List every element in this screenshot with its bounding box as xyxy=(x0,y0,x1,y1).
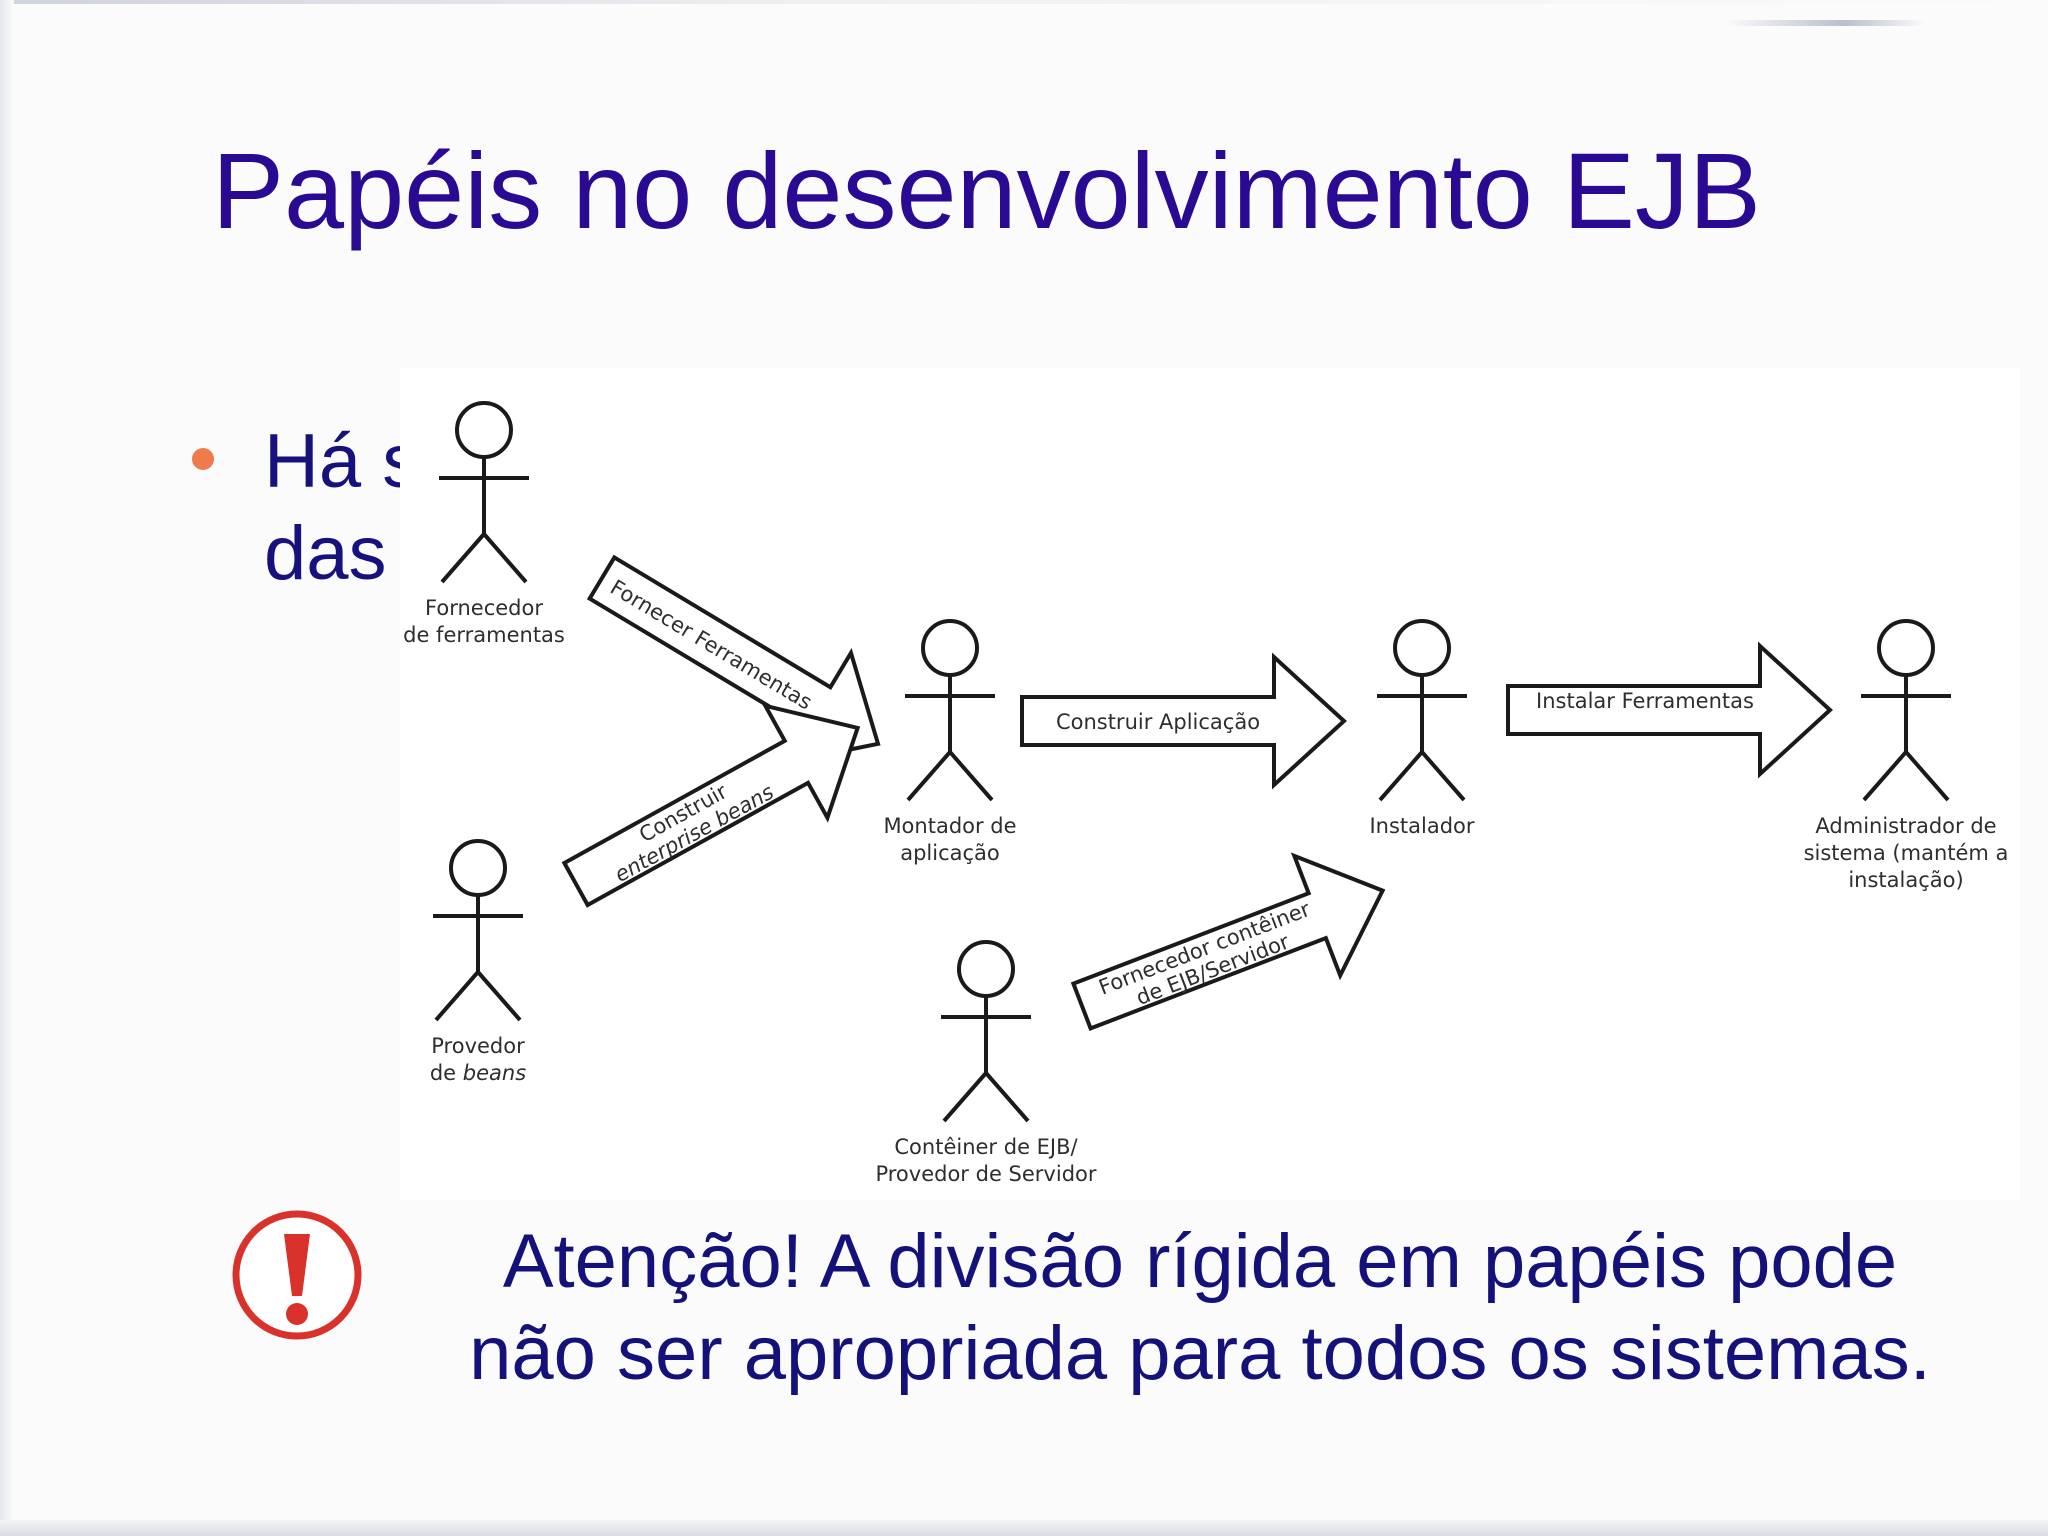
bullet-text: Há s das xyxy=(264,416,404,596)
ejb-roles-diagram: Fornecedor de ferramentas Provedor de be… xyxy=(400,368,2020,1200)
actor-provedor-beans: Provedor de beans xyxy=(430,839,526,1085)
slide-top-edge xyxy=(0,0,2048,4)
decorative-stroke xyxy=(1725,20,1925,26)
warning-text: Atenção! A divisão rígida em papéis pode… xyxy=(380,1216,2020,1400)
actor-label: Provedor xyxy=(431,1034,525,1058)
exclamation-circle-icon xyxy=(232,1210,362,1340)
stick-figure-icon xyxy=(1859,619,1953,802)
bullet-line-2: das xyxy=(264,511,387,596)
stick-figure-icon xyxy=(939,940,1033,1123)
actor-label: de ferramentas xyxy=(403,623,565,647)
stick-figure-icon xyxy=(903,619,997,802)
arrow-instalar-ferramentas: Instalar Ferramentas xyxy=(1506,644,1832,776)
actor-label: Montador de xyxy=(883,814,1016,838)
slide-left-edge xyxy=(0,0,14,1536)
arrow-label: Instalar Ferramentas xyxy=(1536,689,1754,713)
actor-label: Provedor de Servidor xyxy=(875,1162,1096,1186)
actor-label: aplicação xyxy=(900,841,1000,865)
actor-label: Administrador de xyxy=(1815,814,1996,838)
actor-label-part: de xyxy=(430,1061,463,1085)
arrow-label: Fornecer Ferramentas xyxy=(606,575,816,714)
stick-figure-icon xyxy=(431,839,525,1022)
stick-figure-icon xyxy=(437,401,531,584)
actor-instalador: Instalador xyxy=(1369,619,1475,838)
stick-figure-icon xyxy=(1375,619,1469,802)
arrow-fornecedor-container: Fornecedor contêiner de EJB/Servidor xyxy=(1057,828,1408,1068)
arrow-construir-aplicacao: Construir Aplicação xyxy=(1020,655,1346,787)
bullet-dot-icon xyxy=(192,448,214,470)
warning-line-2: não ser apropriada para todos os sistema… xyxy=(469,1311,1931,1396)
actor-montador: Montador de aplicação xyxy=(883,619,1017,865)
actor-label: Fornecedor xyxy=(425,596,543,620)
slide-bottom-edge xyxy=(0,1520,2048,1536)
slide-title: Papéis no desenvolvimento EJB xyxy=(212,130,1761,251)
actor-container: Contêiner de EJB/ Provedor de Servidor xyxy=(875,940,1097,1186)
arrow-fornecer-ferramentas: Fornecer Ferramentas xyxy=(567,521,913,801)
actor-label: sistema (mantém a xyxy=(1804,841,2009,865)
actor-administrador: Administrador de sistema (mantém a insta… xyxy=(1804,619,2009,892)
arrow-label: Construir Aplicação xyxy=(1056,710,1260,734)
actor-label: de beans xyxy=(430,1061,526,1085)
warning-line-1: Atenção! A divisão rígida em papéis pode xyxy=(502,1219,1898,1304)
actor-label: Contêiner de EJB/ xyxy=(894,1135,1078,1159)
actor-label: instalação) xyxy=(1848,868,1963,892)
actor-label: Instalador xyxy=(1369,814,1474,838)
actor-fornecedor-ferramentas: Fornecedor de ferramentas xyxy=(403,401,565,647)
actor-label-italic: beans xyxy=(463,1061,526,1085)
bullet-line-1: Há s xyxy=(264,419,404,504)
